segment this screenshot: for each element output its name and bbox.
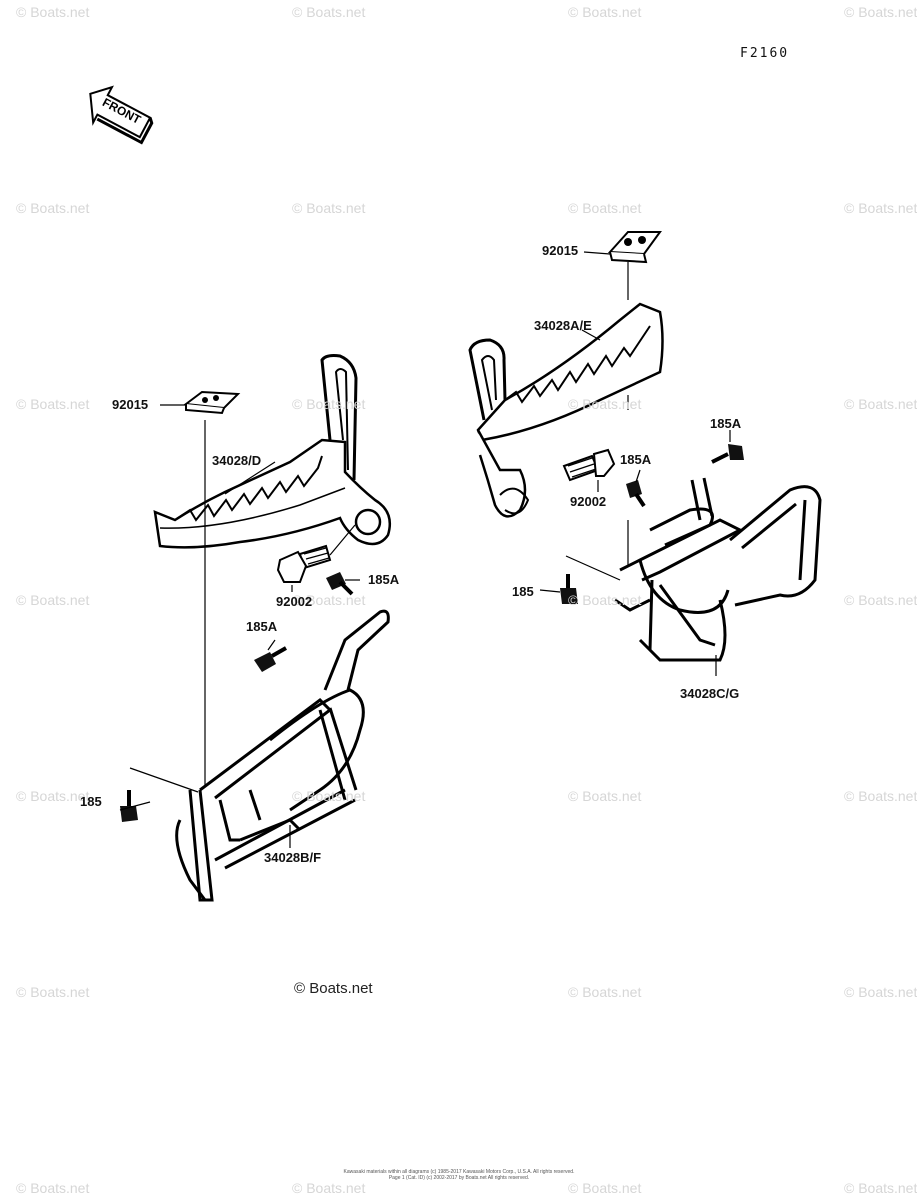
figure-code: F2160 (740, 46, 790, 61)
part-label[interactable]: 185A (368, 572, 400, 587)
part-label[interactable]: 185 (512, 584, 534, 599)
footer-line: Page 1 (Cat. ID) (c) 2002-2017 by Boats.… (388, 1175, 530, 1181)
right-leader-lines (539, 251, 731, 676)
watermark: © Boats.net (568, 200, 642, 216)
part-label[interactable]: 34028B/F (264, 850, 322, 865)
part-label[interactable]: 34028A/E (534, 318, 592, 333)
right-bracket-shape (614, 477, 822, 662)
watermark: © Boats.net (292, 788, 366, 804)
part-label[interactable]: 34028/D (212, 453, 262, 468)
watermark: © Boats.net (844, 4, 917, 20)
watermark: © Boats.net (292, 1180, 366, 1196)
left-bolt-185a-lower-shape (254, 646, 287, 672)
watermark: © Boats.net (292, 4, 366, 20)
watermark: © Boats.net (292, 592, 366, 608)
right-bolt-185a-lower-shape (626, 480, 646, 508)
left-footpeg-shape (153, 354, 392, 549)
right-bolt-185a-upper-shape (711, 444, 744, 464)
watermark: © Boats.net (844, 984, 917, 1000)
left-leader-lines (119, 404, 360, 848)
watermark: © Boats.net (16, 592, 90, 608)
front-arrow-icon (89, 85, 154, 145)
watermark: © Boats.net (292, 200, 366, 216)
watermark: © Boats.net (844, 200, 917, 216)
part-label[interactable]: 92002 (276, 594, 313, 609)
left-bolt-185a-upper-shape (326, 572, 354, 596)
watermark: © Boats.net (568, 396, 642, 412)
watermark: © Boats.net (844, 592, 917, 608)
watermark: © Boats.net (844, 1180, 917, 1196)
part-label[interactable]: 185A (620, 452, 652, 467)
diagram-credit: © Boats.net (294, 980, 373, 997)
left-bolt-92002-shape (276, 544, 332, 583)
right-bolt-185-shape (560, 574, 578, 604)
watermark: © Boats.net (16, 200, 90, 216)
watermark: © Boats.net (568, 4, 642, 20)
footer-line: Kawasaki materials within all diagrams (… (343, 1169, 575, 1175)
part-label[interactable]: 92015 (542, 243, 579, 258)
watermark: © Boats.net (844, 396, 917, 412)
right-footpeg-shape (468, 302, 664, 518)
left-bolt-185-shape (120, 790, 138, 822)
watermark: © Boats.net (568, 984, 642, 1000)
watermark: © Boats.net (568, 1180, 642, 1196)
watermark: © Boats.net (16, 788, 90, 804)
watermark: © Boats.net (16, 1180, 90, 1196)
watermark: © Boats.net (292, 396, 366, 412)
part-label[interactable]: 185A (710, 416, 742, 431)
part-label[interactable]: 185 (80, 794, 102, 809)
part-label[interactable]: 34028C/G (680, 686, 740, 701)
part-label[interactable]: 185A (246, 619, 278, 634)
right-bolt-92002-shape (562, 448, 616, 482)
watermark: © Boats.net (16, 984, 90, 1000)
footer-copyright: Kawasaki materials within all diagrams (… (329, 1169, 589, 1181)
right-rubber-pad-shape (607, 231, 662, 264)
left-rubber-pad-shape (183, 390, 241, 415)
watermark: © Boats.net (568, 788, 642, 804)
part-label[interactable]: 92015 (112, 397, 149, 412)
watermark: © Boats.net (16, 4, 90, 20)
watermark: © Boats.net (16, 396, 90, 412)
watermark: © Boats.net (844, 788, 917, 804)
watermark: © Boats.net (568, 592, 642, 608)
part-label[interactable]: 92002 (570, 494, 607, 509)
left-bracket-shape (175, 609, 390, 902)
